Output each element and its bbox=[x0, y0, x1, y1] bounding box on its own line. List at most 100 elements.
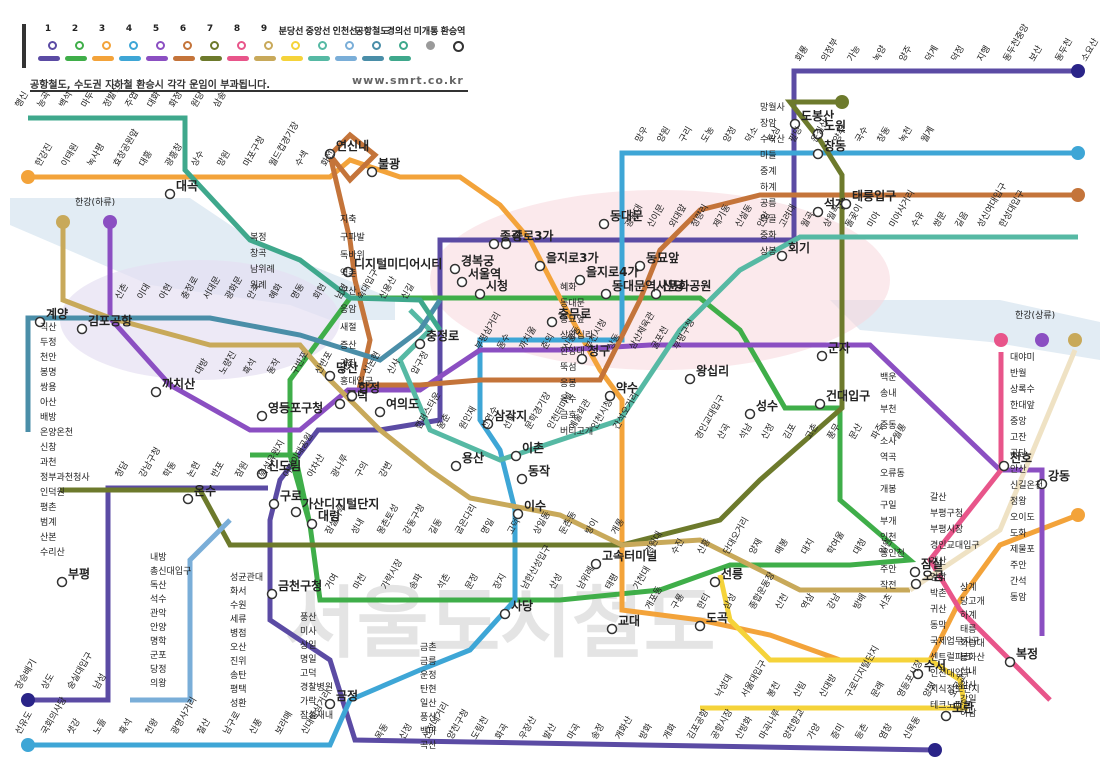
station-label[interactable]: 방배 bbox=[851, 592, 869, 612]
station-label[interactable]: 백운 bbox=[880, 372, 897, 383]
station-label[interactable]: 세류 bbox=[230, 614, 247, 625]
transfer-station-dot[interactable] bbox=[684, 373, 696, 385]
transfer-station-dot[interactable] bbox=[342, 266, 354, 278]
station-label-major[interactable]: 불광 bbox=[378, 156, 400, 171]
station-label[interactable]: 덕소 bbox=[743, 125, 761, 145]
transfer-station-dot[interactable] bbox=[474, 288, 486, 300]
station-label[interactable]: 소사 bbox=[880, 436, 897, 447]
station-label[interactable]: 금호 bbox=[560, 410, 577, 421]
transfer-station-dot[interactable] bbox=[940, 710, 952, 722]
station-label[interactable]: 신내 bbox=[960, 666, 977, 677]
station-label[interactable]: 동묘앞 bbox=[560, 313, 585, 325]
station-label[interactable]: 망우 bbox=[633, 125, 651, 145]
station-label[interactable]: 구의 bbox=[353, 460, 371, 480]
station-label[interactable]: 증산 bbox=[340, 340, 357, 351]
station-label[interactable]: 동막 bbox=[930, 620, 947, 631]
station-label[interactable]: 숭실대입구 bbox=[64, 650, 95, 692]
station-label[interactable]: 관악 bbox=[150, 607, 167, 619]
transfer-station-dot[interactable] bbox=[164, 188, 176, 200]
station-label[interactable]: 단대오거리 bbox=[721, 515, 751, 556]
station-label[interactable]: 강동구청 bbox=[401, 502, 427, 536]
station-label[interactable]: 발산 bbox=[541, 722, 559, 742]
station-label[interactable]: 대치 bbox=[798, 536, 817, 556]
station-label[interactable]: 우장산 bbox=[517, 714, 539, 741]
station-label-major[interactable]: 건대입구 bbox=[826, 388, 870, 403]
station-label-major[interactable]: 대림 bbox=[318, 509, 340, 523]
station-label[interactable]: 마두 bbox=[79, 90, 97, 110]
station-label[interactable]: 국제업무지구 bbox=[930, 636, 980, 647]
station-label[interactable]: 잠원 bbox=[233, 460, 251, 480]
station-label[interactable]: 대야미 bbox=[1010, 352, 1035, 363]
station-label[interactable]: 염창 bbox=[877, 722, 895, 742]
transfer-station-dot[interactable] bbox=[576, 353, 588, 365]
station-label[interactable]: 양천구청 bbox=[445, 707, 471, 741]
station-label[interactable]: 선유도 bbox=[13, 709, 35, 736]
station-label[interactable]: 당고개 bbox=[960, 596, 985, 607]
station-label[interactable]: 주안 bbox=[880, 564, 897, 575]
station-label[interactable]: 직산 bbox=[40, 322, 57, 333]
station-label[interactable]: 노들 bbox=[91, 717, 109, 737]
station-label-major[interactable]: 디지털미디어시티 bbox=[354, 256, 442, 271]
transfer-station-dot[interactable] bbox=[534, 260, 546, 272]
station-label[interactable]: 월계 bbox=[918, 124, 937, 144]
transfer-station-dot[interactable] bbox=[346, 390, 358, 402]
transfer-station-dot[interactable] bbox=[812, 148, 824, 160]
station-label-major[interactable]: 가산디지털단지 bbox=[302, 496, 379, 511]
station-label[interactable]: 행신 bbox=[12, 89, 31, 109]
station-label[interactable]: 송정 bbox=[589, 722, 607, 742]
station-label[interactable]: 동암 bbox=[1010, 591, 1027, 603]
station-label[interactable]: 혜화 bbox=[560, 281, 577, 293]
station-label-major[interactable]: 용산 bbox=[462, 450, 484, 465]
station-label[interactable]: 운정 bbox=[420, 670, 437, 681]
station-label[interactable]: 공릉 bbox=[760, 198, 777, 209]
transfer-station-dot[interactable] bbox=[910, 578, 922, 590]
station-label[interactable]: 암사 bbox=[960, 679, 977, 691]
station-label[interactable]: 오이도 bbox=[1010, 512, 1035, 523]
transfer-station-dot[interactable] bbox=[56, 576, 68, 588]
station-label[interactable]: 청담 bbox=[112, 459, 131, 479]
station-label[interactable]: 개봉 bbox=[880, 484, 897, 495]
station-label[interactable]: 구산 bbox=[340, 286, 357, 297]
station-label[interactable]: 하계 bbox=[960, 609, 977, 621]
station-label[interactable]: 김포공항 bbox=[684, 707, 711, 742]
station-label[interactable]: 서울대입구 bbox=[738, 658, 769, 700]
station-label[interactable]: 홍대입구 bbox=[340, 375, 373, 387]
transfer-station-dot[interactable] bbox=[499, 608, 511, 620]
transfer-station-dot[interactable] bbox=[510, 450, 522, 462]
station-label-major[interactable]: 이수 bbox=[524, 498, 546, 513]
station-label[interactable]: 공단 bbox=[1010, 448, 1027, 459]
station-label[interactable]: 제물포 bbox=[1010, 544, 1035, 555]
transfer-station-dot[interactable] bbox=[912, 668, 924, 680]
transfer-station-dot[interactable] bbox=[290, 506, 302, 518]
station-label-major[interactable]: 서울역 bbox=[468, 266, 501, 281]
transfer-station-dot[interactable] bbox=[606, 623, 618, 635]
station-label[interactable]: 정왕 bbox=[1010, 496, 1027, 507]
station-label[interactable]: 양재 bbox=[747, 537, 765, 557]
station-label[interactable]: 성내 bbox=[349, 517, 367, 537]
station-label[interactable]: 태릉 bbox=[960, 624, 977, 635]
station-label[interactable]: 독바위 bbox=[340, 250, 365, 261]
transfer-station-dot[interactable] bbox=[76, 323, 88, 335]
station-label[interactable]: 평촌 bbox=[40, 502, 57, 513]
transfer-station-dot[interactable] bbox=[488, 238, 500, 250]
station-label[interactable]: 동두천중앙 bbox=[1000, 22, 1031, 64]
station-label[interactable]: 효창공원앞 bbox=[110, 127, 141, 169]
transfer-station-dot[interactable] bbox=[516, 473, 528, 485]
transfer-station-dot[interactable] bbox=[789, 118, 801, 130]
station-label[interactable]: 신목동 bbox=[901, 714, 923, 741]
transfer-station-dot[interactable] bbox=[814, 398, 826, 410]
station-label[interactable]: 센트럴파크 bbox=[930, 652, 971, 663]
station-label[interactable]: 미사 bbox=[300, 626, 317, 637]
station-label[interactable]: 명일 bbox=[479, 517, 497, 537]
station-label-major[interactable]: 창동 bbox=[824, 138, 846, 153]
station-label[interactable]: 계산 bbox=[930, 555, 947, 567]
station-label-major[interactable]: 천호 bbox=[1010, 450, 1032, 465]
station-label[interactable]: 구일 bbox=[880, 500, 897, 511]
station-label[interactable]: 망원 bbox=[215, 149, 233, 169]
station-label[interactable]: 신천 bbox=[773, 592, 791, 612]
station-label-major[interactable]: 노원 bbox=[824, 119, 846, 133]
station-label-major[interactable]: 금천구청 bbox=[278, 578, 322, 593]
station-label[interactable]: 도림천 bbox=[468, 714, 491, 742]
station-label[interactable]: 송탄 bbox=[230, 670, 247, 681]
station-label-major[interactable]: 회기 bbox=[788, 240, 810, 255]
